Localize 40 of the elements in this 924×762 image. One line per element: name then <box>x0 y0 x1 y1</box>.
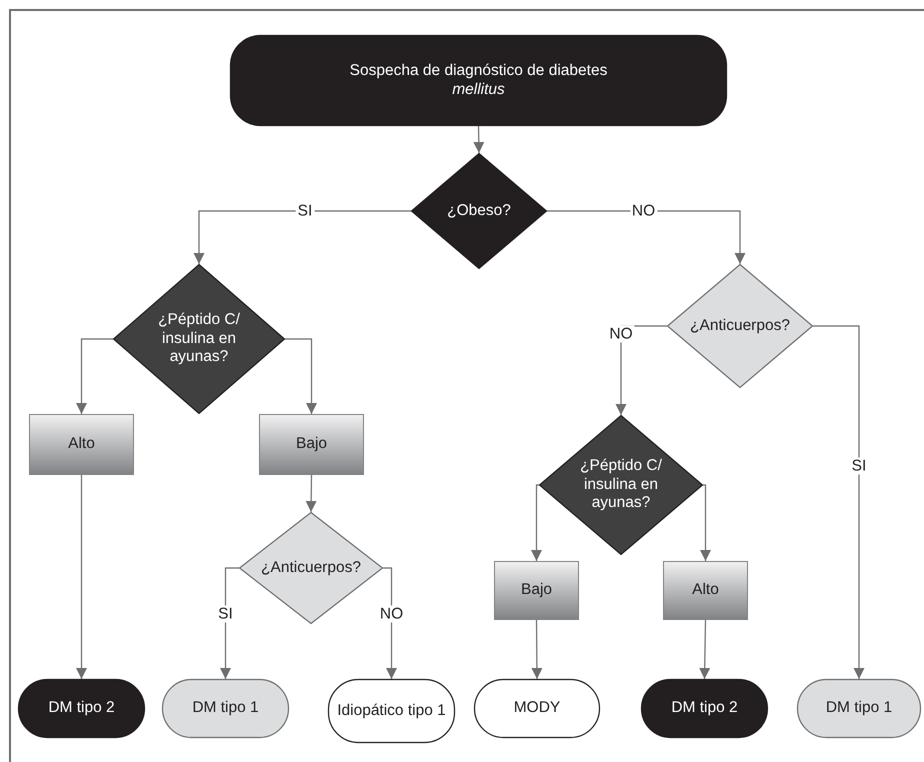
node-label: DM tipo 2 <box>48 699 115 718</box>
arrow <box>547 210 746 264</box>
arrow <box>194 210 411 264</box>
result-box <box>259 414 364 475</box>
terminal-pill <box>328 679 455 743</box>
terminal-pill <box>230 35 727 126</box>
arrow <box>473 126 484 154</box>
arrow <box>306 475 317 512</box>
node-label: Idiopático tipo 1 <box>337 702 446 720</box>
arrow <box>531 484 542 561</box>
node-label: ¿Péptido C/ insulina en ayunas? <box>157 311 241 367</box>
node-label: ¿Anticuerpos? <box>261 558 361 578</box>
node-label: ¿Péptido C/ insulina en ayunas? <box>579 457 663 513</box>
arrow <box>76 338 113 414</box>
decision-diamond <box>411 153 547 269</box>
arrow <box>220 567 239 679</box>
arrow <box>813 325 864 679</box>
decision-diamond <box>113 264 285 414</box>
arrow <box>531 620 542 679</box>
node-label: DM tipo 2 <box>671 699 738 718</box>
decision-diamond <box>667 264 813 388</box>
decision-diamond <box>539 415 703 555</box>
node-label: Sospecha de diagnóstico de diabetes mellitus <box>348 62 608 100</box>
result-box <box>494 561 579 620</box>
node-label: ¿Anticuerpos? <box>690 316 790 336</box>
node-label: Alto <box>692 581 719 600</box>
node-label: DM tipo 1 <box>192 699 259 718</box>
node-label: MODY <box>514 699 560 718</box>
arrow <box>76 475 87 679</box>
node-label: Bajo <box>296 435 328 454</box>
arrow <box>700 484 711 561</box>
node-label: Bajo <box>520 581 552 600</box>
node-label: ¿Obeso? <box>447 202 511 220</box>
node-label: DM tipo 1 <box>826 699 892 718</box>
result-box <box>663 561 748 620</box>
arrow <box>285 338 317 414</box>
arrow <box>699 620 710 680</box>
result-box <box>29 414 134 475</box>
decision-diamond <box>239 512 383 624</box>
node-label: Alto <box>68 435 95 454</box>
